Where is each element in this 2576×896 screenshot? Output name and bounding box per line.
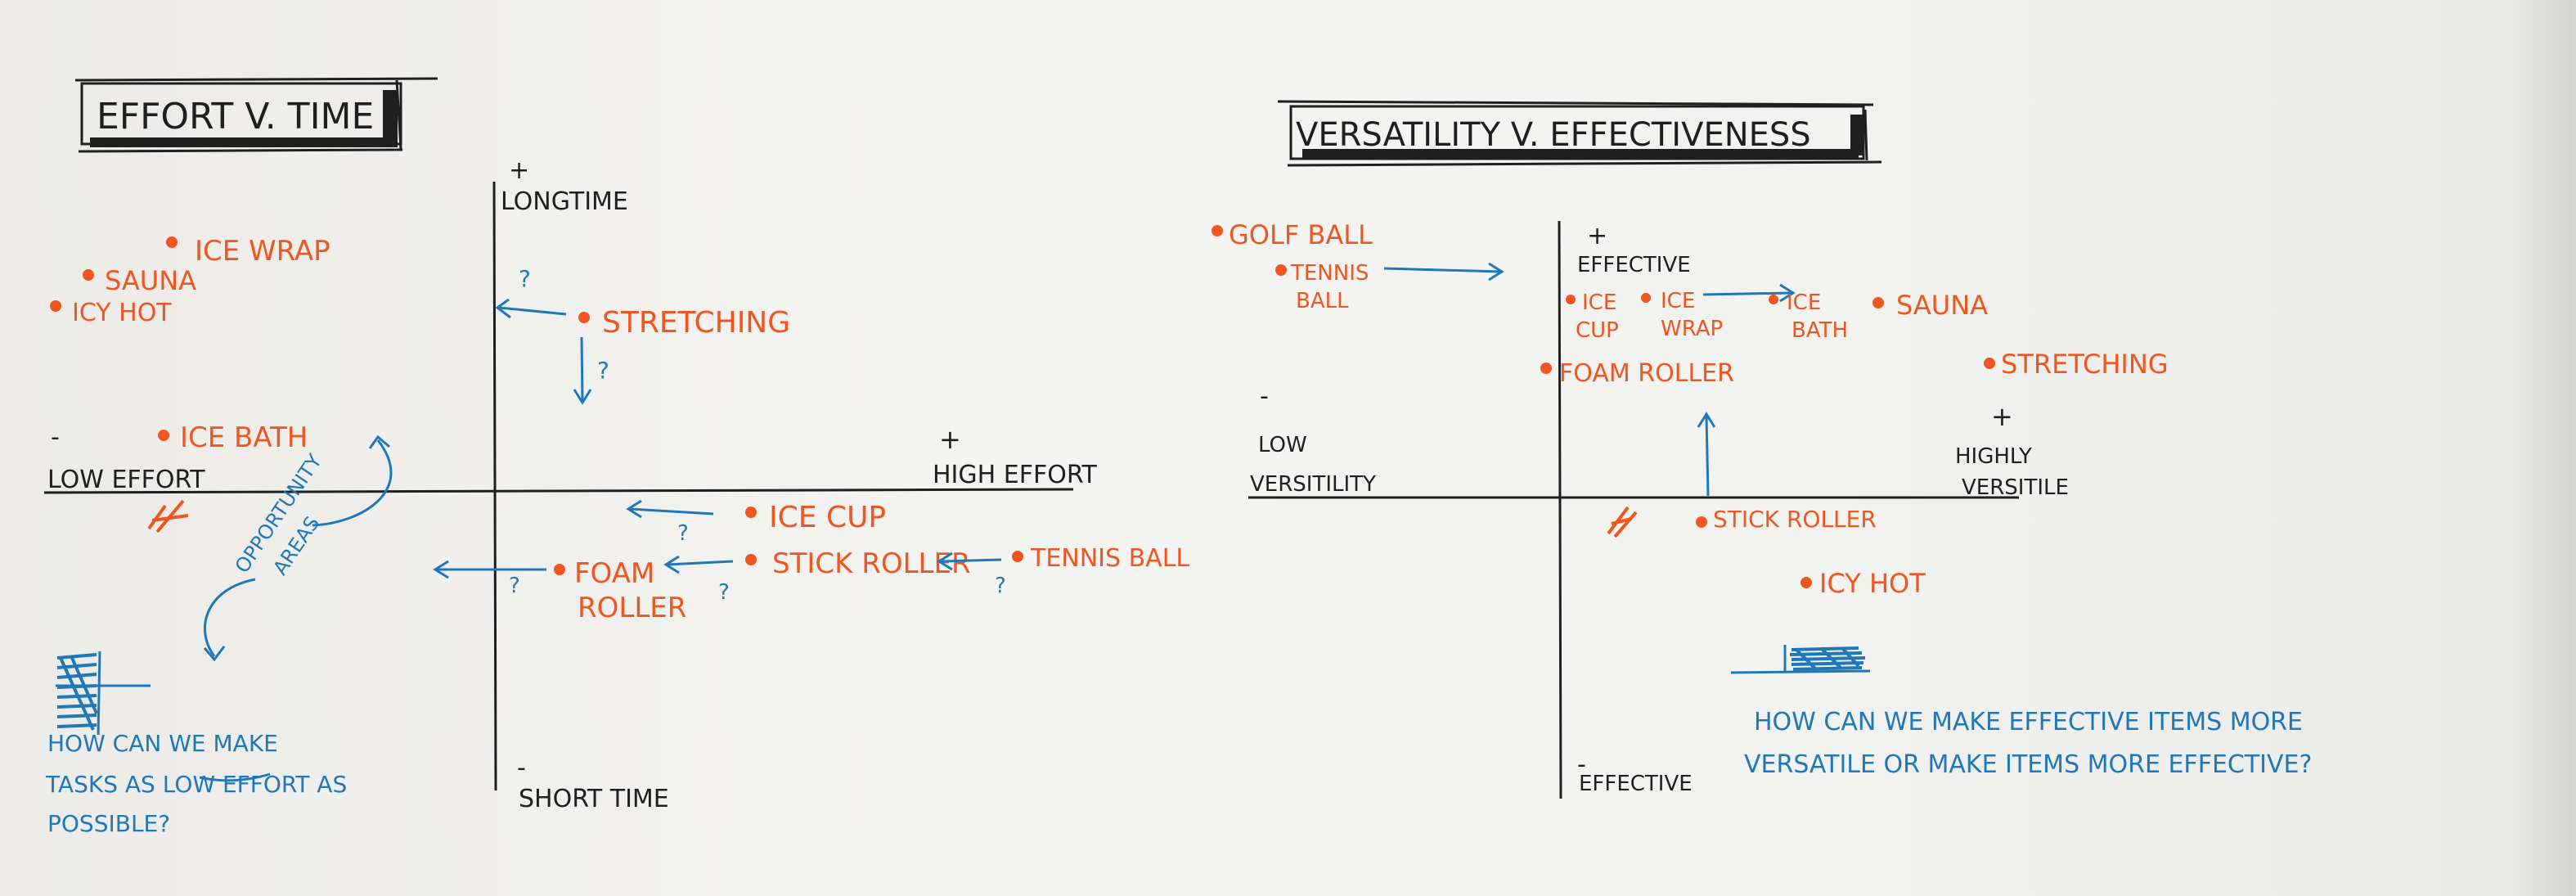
left-dot-tennis-ball [1012, 551, 1023, 562]
right-tennis-arrow [1383, 262, 1504, 281]
left-chart: EFFORT V. TIME + LONGTIME - SHORT TIME -… [43, 77, 1189, 837]
right-x-left-sign: - [1260, 382, 1269, 411]
left-label-stretching: STRETCHING [602, 306, 790, 340]
left-label-icy-hot: ICY HOT [72, 299, 172, 327]
right-chart-title: VERSATILITY V. EFFECTIVENESS [1296, 116, 1811, 154]
left-question-line-2: TASKS AS LOW EFFORT AS [45, 771, 347, 798]
left-question-4: ? [718, 580, 730, 605]
left-y-bottom-label: SHORT TIME [519, 785, 669, 813]
right-label-tennis-line-1: TENNIS [1290, 261, 1369, 286]
left-question-line-3: POSSIBLE? [47, 810, 170, 837]
left-y-axis [492, 181, 497, 791]
left-label-foam-line-2: ROLLER [578, 592, 686, 624]
left-y-top-sign: + [509, 156, 529, 185]
left-label-ice-cup: ICE CUP [769, 501, 886, 534]
right-label-golf-ball: GOLF BALL [1229, 219, 1373, 250]
left-x-left-label: LOW EFFORT [47, 466, 205, 494]
left-orange-scribble [147, 499, 189, 534]
left-low-effort-arrows [433, 499, 1002, 579]
right-x-left-line-2: VERSITILITY [1250, 472, 1376, 497]
right-x-right-line-2: VERSITILE [1962, 475, 2069, 500]
opportunity-arrows [203, 434, 393, 662]
left-question-3: ? [677, 521, 689, 546]
right-mini-quadrant-icon [1730, 645, 1871, 674]
left-label-ice-wrap: ICE WRAP [195, 235, 330, 268]
right-label-foam-roller: FOAM ROLLER [1559, 359, 1734, 388]
right-label-tennis-line-2: BALL [1296, 289, 1349, 313]
right-dot-stick-roller [1696, 516, 1707, 528]
left-label-ice-bath: ICE BATH [180, 421, 308, 454]
left-question-5: ? [995, 574, 1006, 598]
right-x-right-sign: + [1991, 401, 2013, 432]
left-question-line-1: HOW CAN WE MAKE [47, 730, 278, 757]
left-x-axis [43, 488, 1074, 494]
right-ice-wrap-arrow [1702, 283, 1796, 303]
left-stretching-arrows [495, 298, 592, 405]
right-dot-stretching [1984, 358, 1995, 369]
right-label-icewrap-line-2: WRAP [1661, 317, 1723, 341]
right-label-icewrap-line-1: ICE [1661, 289, 1695, 313]
left-x-right-sign: + [939, 424, 961, 455]
left-label-tennis-ball: TENNIS BALL [1030, 544, 1189, 573]
left-dot-ice-wrap [166, 236, 178, 248]
right-dot-tennis-ball [1275, 264, 1287, 276]
right-y-top-sign: + [1587, 222, 1607, 250]
left-x-right-label: HIGH EFFORT [933, 461, 1097, 489]
left-dot-foam-roller [554, 564, 565, 575]
right-label-icecup-line-1: ICE [1582, 290, 1616, 315]
left-x-left-sign: - [51, 423, 60, 452]
left-dot-stick-roller [745, 554, 757, 565]
right-x-left-line-1: LOW [1258, 433, 1307, 457]
left-underline-low [199, 772, 271, 782]
right-dot-sauna [1872, 297, 1884, 308]
right-chart: VERSATILITY V. EFFECTIVENESS + EFFECTIVE… [1212, 100, 2312, 799]
right-dot-ice-cup [1566, 295, 1576, 304]
left-question-2: ? [597, 357, 609, 384]
right-label-stretching: STRETCHING [2001, 349, 2169, 380]
right-label-icebath-line-2: BATH [1792, 318, 1848, 343]
right-dot-ice-wrap [1641, 293, 1651, 303]
right-label-icebath-line-1: ICE [1787, 290, 1821, 315]
left-label-sauna: SAUNA [105, 265, 196, 296]
right-y-bottom-label: EFFECTIVE [1579, 772, 1693, 796]
left-dot-stretching [578, 312, 590, 323]
right-title-box [1277, 100, 1882, 167]
left-dot-icy-hot [50, 300, 61, 312]
left-y-top-label: LONGTIME [501, 187, 628, 216]
left-mini-quadrant-icon [56, 651, 151, 736]
left-title-box [74, 77, 438, 153]
right-label-sauna: SAUNA [1896, 290, 1988, 321]
right-dot-golf-ball [1212, 225, 1223, 236]
left-question-6: ? [509, 574, 520, 598]
right-dot-ice-bath [1769, 295, 1778, 304]
left-question-1: ? [519, 265, 531, 292]
left-chart-title: EFFORT V. TIME [97, 96, 374, 137]
left-dot-ice-bath [158, 430, 169, 441]
left-dot-ice-cup [745, 507, 757, 518]
right-label-icecup-line-2: CUP [1576, 318, 1619, 343]
right-question-line-1: HOW CAN WE MAKE EFFECTIVE ITEMS MORE [1754, 708, 2303, 736]
left-y-bottom-sign: - [517, 754, 526, 782]
right-stick-roller-arrow [1697, 412, 1716, 497]
left-label-foam-line-1: FOAM [574, 557, 654, 590]
right-dot-foam-roller [1540, 362, 1552, 374]
right-orange-scribble [1607, 506, 1638, 538]
left-dot-sauna [83, 269, 94, 281]
right-x-right-line-1: HIGHLY [1955, 444, 2032, 469]
right-y-bottom-sign: - [1577, 750, 1586, 779]
right-question-line-2: VERSATILE OR MAKE ITEMS MORE EFFECTIVE? [1744, 750, 2312, 779]
right-dot-icy-hot [1801, 577, 1812, 588]
right-y-top-label: EFFECTIVE [1577, 253, 1691, 277]
right-label-stick-roller: STICK ROLLER [1713, 506, 1877, 533]
right-label-icy-hot: ICY HOT [1819, 568, 1926, 599]
right-y-axis [1558, 220, 1562, 799]
left-label-stick-roller: STICK ROLLER [772, 547, 971, 580]
